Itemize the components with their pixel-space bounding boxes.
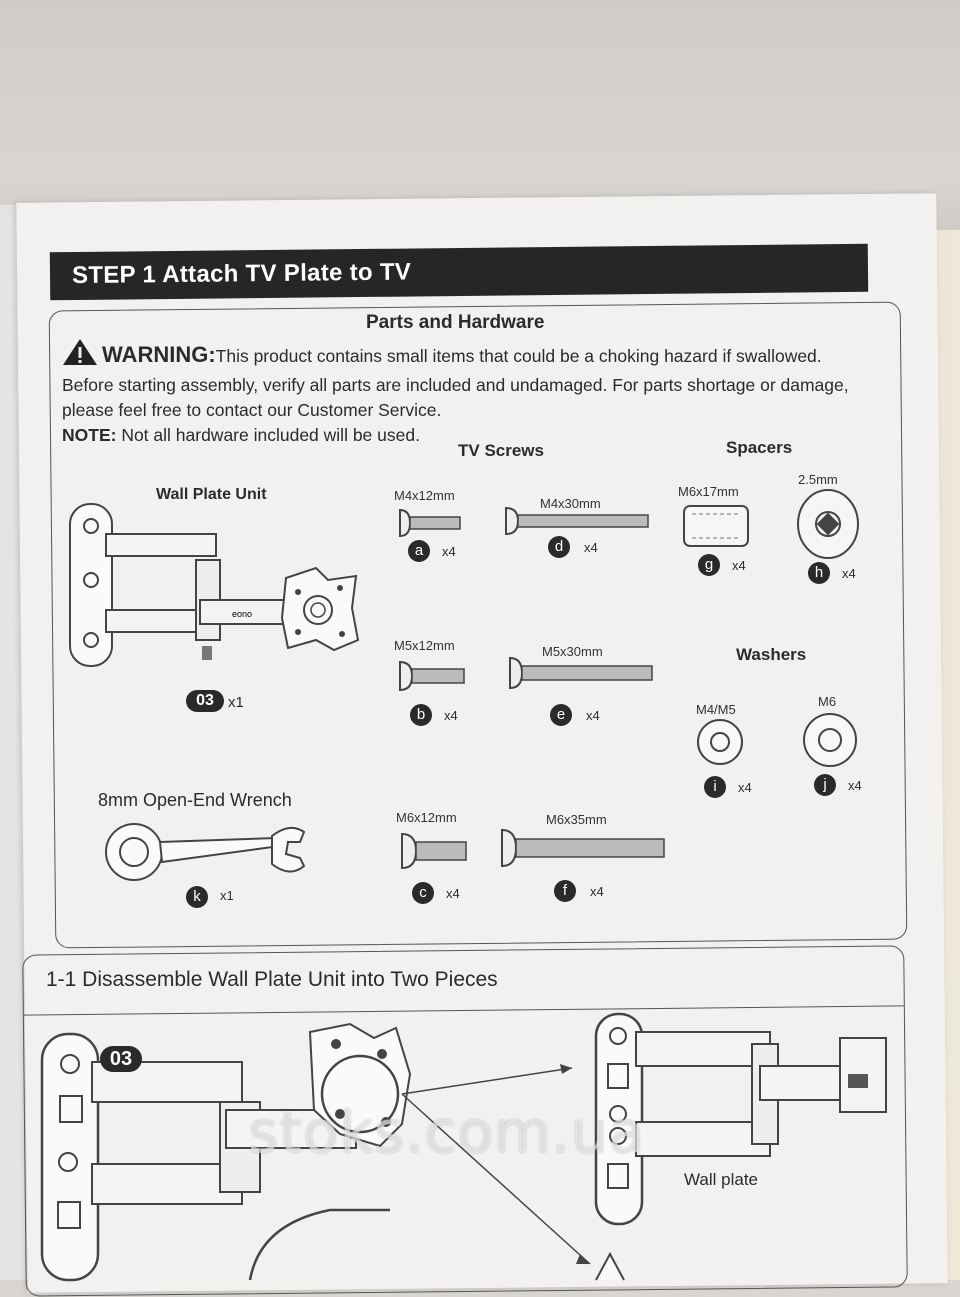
wall-plate-unit-drawing: eono (69, 503, 360, 667)
substep-badge: 03 (100, 1046, 142, 1072)
screw-f-qty: x4 (590, 884, 604, 899)
watermark: stoks.com.ua (248, 1098, 646, 1166)
wall-plate-title: Wall Plate Unit (156, 486, 267, 503)
wall-plate-badge: 03 (186, 690, 224, 712)
screw-a-qty: x4 (442, 544, 456, 559)
screw-e-badge: e (550, 704, 572, 726)
parts-title: Parts and Hardware (366, 312, 545, 333)
spacer-g-badge: g (698, 554, 720, 576)
wall-plate-qty: x1 (228, 694, 244, 711)
washer-i-size: M4/M5 (696, 702, 736, 717)
wrench-title: 8mm Open-End Wrench (98, 790, 292, 810)
screw-a-drawing (399, 508, 461, 538)
spacer-g-size: M6x17mm (678, 484, 739, 499)
spacer-h-qty: x4 (842, 566, 856, 581)
step-title: STEP 1 Attach TV Plate to TV (71, 258, 412, 290)
substep-title: 1-1 Disassemble Wall Plate Unit into Two… (46, 968, 498, 991)
screw-a-badge: a (408, 540, 430, 562)
note-text: Not all hardware included will be used. (116, 425, 420, 445)
washer-j-drawing (803, 713, 857, 767)
note-label: NOTE: (62, 425, 117, 445)
screw-f-badge: f (554, 880, 576, 902)
washers-title: Washers (736, 645, 807, 664)
wrench-badge: k (186, 886, 208, 908)
screw-d-qty: x4 (584, 540, 598, 555)
spacer-h-drawing (797, 489, 859, 559)
screw-f-drawing (501, 828, 665, 868)
step-header-bar: STEP 1 Attach TV Plate to TV (49, 243, 869, 301)
washer-i-qty: x4 (738, 780, 752, 795)
wrench-drawing (105, 823, 306, 881)
screw-e-drawing (509, 656, 653, 690)
screw-b-badge: b (410, 704, 432, 726)
screw-c-badge: c (412, 882, 434, 904)
washer-j-size: M6 (818, 694, 837, 709)
screw-d-badge: d (548, 536, 570, 558)
washer-i-drawing (697, 719, 743, 765)
screw-b-size: M5x12mm (394, 638, 455, 653)
washer-i-badge: i (704, 776, 726, 798)
screw-c-qty: x4 (446, 886, 460, 901)
screw-d-drawing (505, 506, 649, 536)
warning-triangle-icon (62, 338, 98, 373)
screw-e-size: M5x30mm (542, 644, 603, 659)
screw-c-size: M6x12mm (396, 810, 457, 825)
screw-e-qty: x4 (586, 708, 600, 723)
warning-label: WARNING: (102, 342, 216, 367)
warning-paragraph: WARNING:This product contains small item… (62, 338, 852, 448)
screw-d-size: M4x30mm (540, 496, 601, 511)
screw-c-drawing (401, 832, 467, 870)
brand-logo-text: eono (232, 609, 252, 619)
spacer-g-drawing (683, 505, 749, 547)
wrench-qty: x1 (220, 888, 234, 903)
screw-b-qty: x4 (444, 708, 458, 723)
washer-j-qty: x4 (848, 778, 862, 793)
spacer-h-size: 2.5mm (798, 472, 838, 487)
spacers-title: Spacers (726, 438, 793, 457)
screw-b-drawing (399, 660, 465, 692)
wall-plate-label: Wall plate (684, 1170, 759, 1189)
screw-f-size: M6x35mm (546, 812, 607, 827)
screw-a-size: M4x12mm (394, 488, 455, 503)
tv-screws-title: TV Screws (458, 441, 544, 460)
disassembly-illustration (40, 1012, 887, 1282)
spacer-g-qty: x4 (732, 558, 746, 573)
warning-text: This product contains small items that c… (62, 346, 849, 420)
spacer-h-badge: h (808, 562, 830, 584)
washer-j-badge: j (814, 774, 836, 796)
